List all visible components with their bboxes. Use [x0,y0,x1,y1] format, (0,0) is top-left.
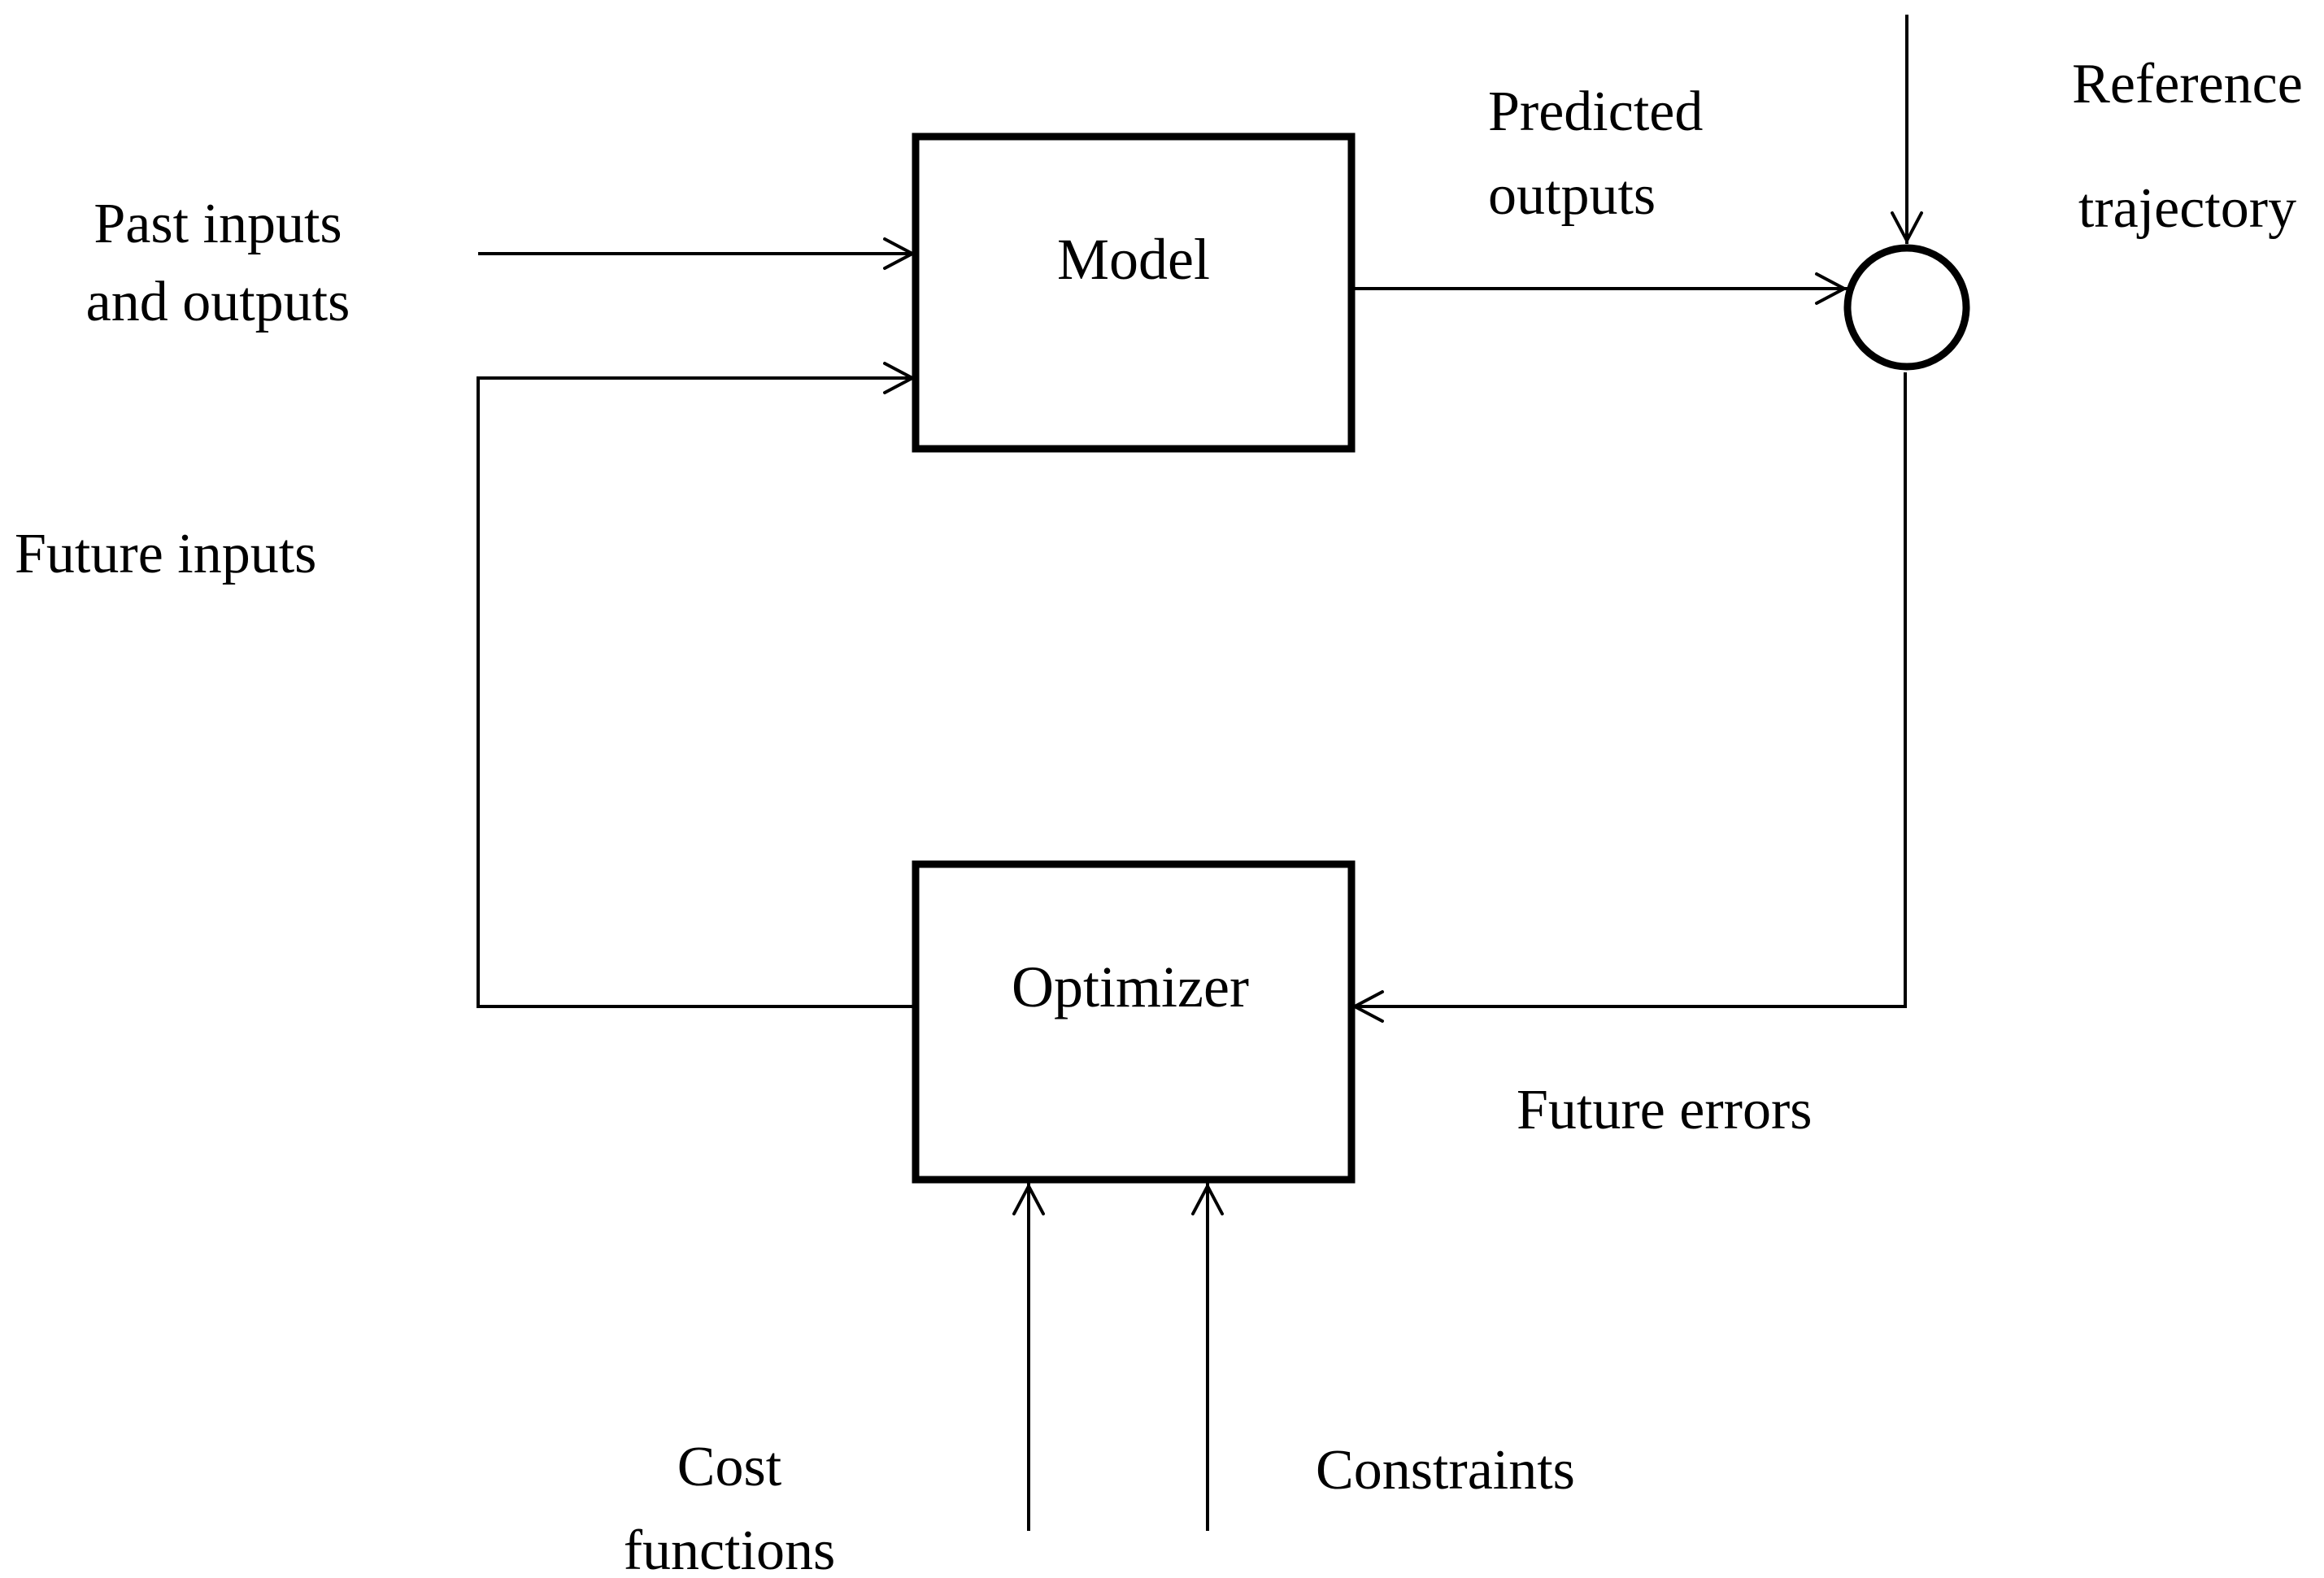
future-errors-label: Future errors [1517,1079,1813,1141]
summing-junction-icon [1843,244,1970,371]
arrowhead-right-icon [1815,272,1846,305]
past-inputs-label-line2: and outputs [86,271,350,333]
arrowhead-up-icon [1191,1185,1224,1215]
constraints-label: Constraints [1316,1439,1575,1502]
optimizer-label: Optimizer [1012,954,1249,1019]
past-inputs-label-line1: Past inputs [94,193,342,255]
reference-trajectory-label-line1: Reference [2072,53,2303,115]
predicted-outputs-label-line1: Predicted [1488,80,1703,143]
future-errors-connector [1351,372,1907,1008]
future-inputs-connector [477,376,915,1008]
future-inputs-label: Future inputs [15,523,316,585]
cost-functions-label-line2: functions [624,1519,836,1578]
optimizer-block: Optimizer [912,860,1356,1184]
model-label: Model [1057,227,1210,292]
model-block: Model [912,133,1356,453]
predicted-outputs-label-line2: outputs [1488,164,1656,227]
connections [477,15,1908,1531]
cost-functions-label-line1: Cost [677,1436,782,1498]
labels: Past inputs and outputs Future inputs Pr… [15,53,2303,1578]
arrowhead-up-icon [1012,1185,1045,1215]
reference-trajectory-label-line2: trajectory [2078,177,2296,240]
arrowhead-down-icon [1891,211,1923,242]
